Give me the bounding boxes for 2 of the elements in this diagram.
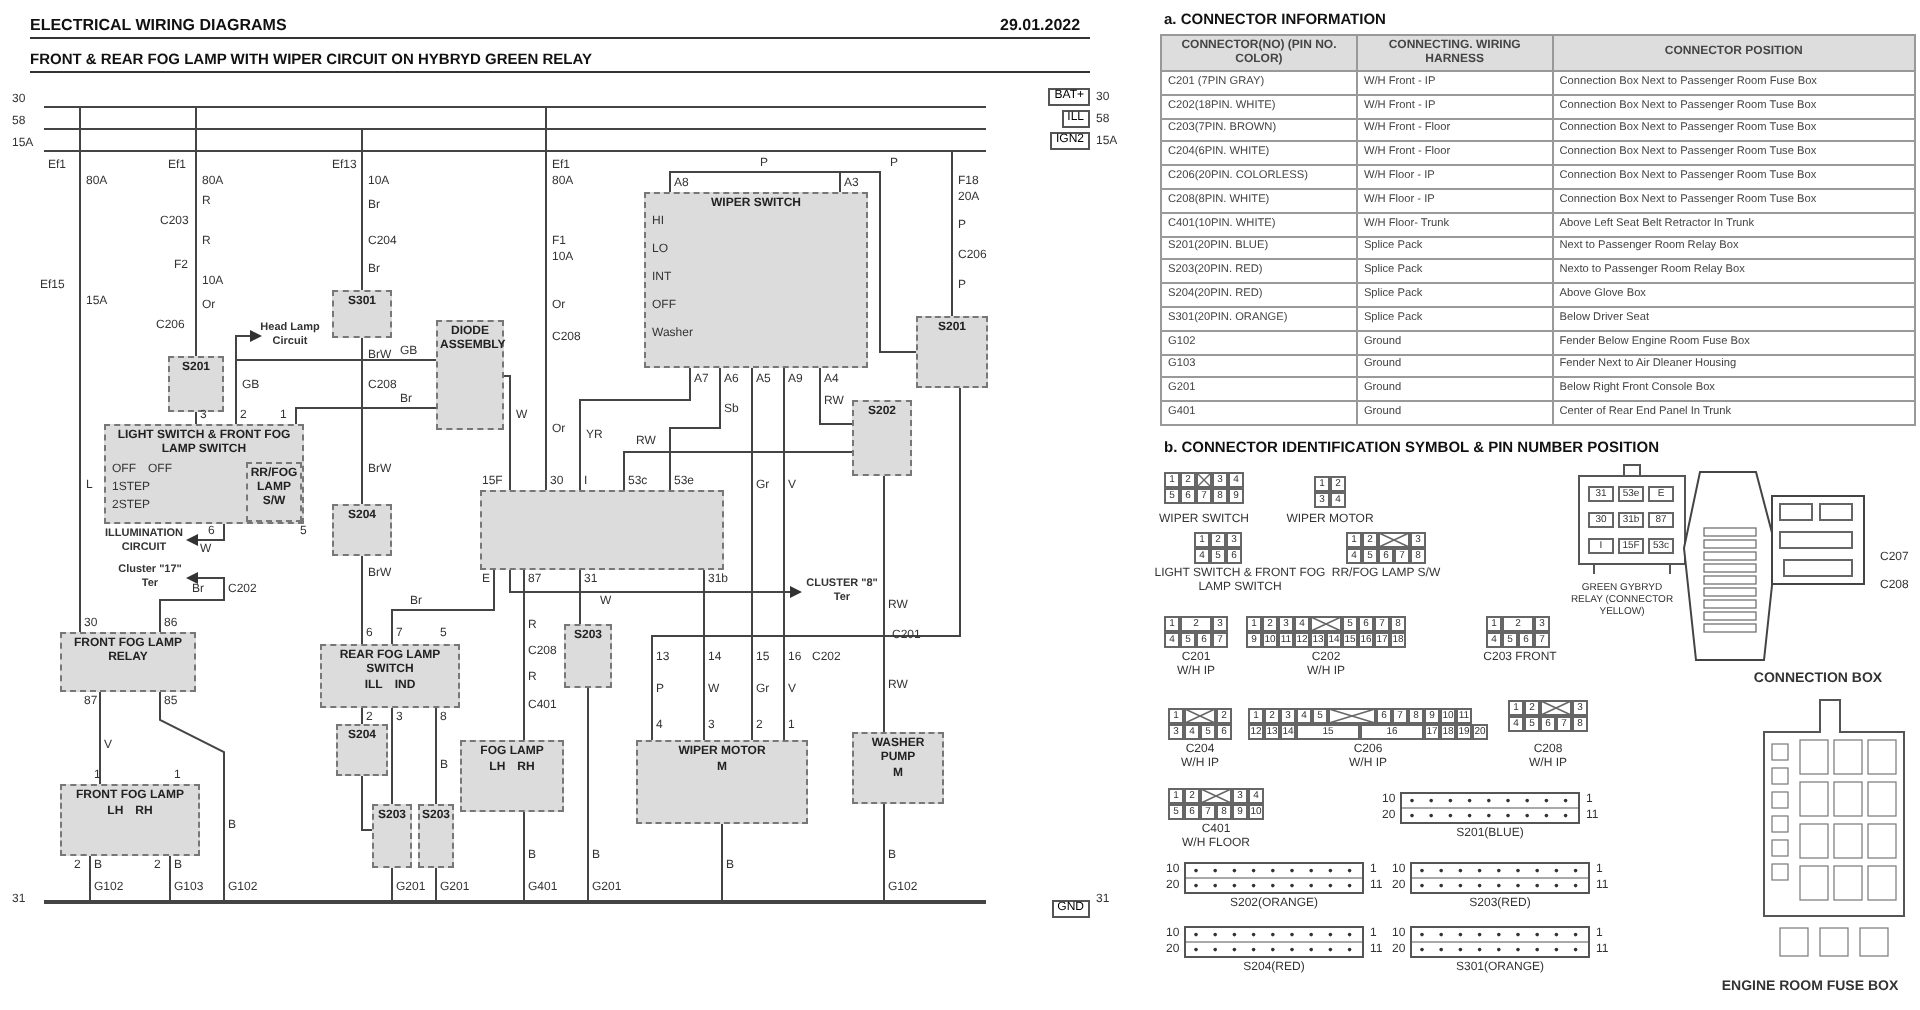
page-title: ELECTRICAL WIRING DIAGRAMS: [30, 16, 287, 36]
date-label: 29.01.2022: [1000, 16, 1081, 36]
